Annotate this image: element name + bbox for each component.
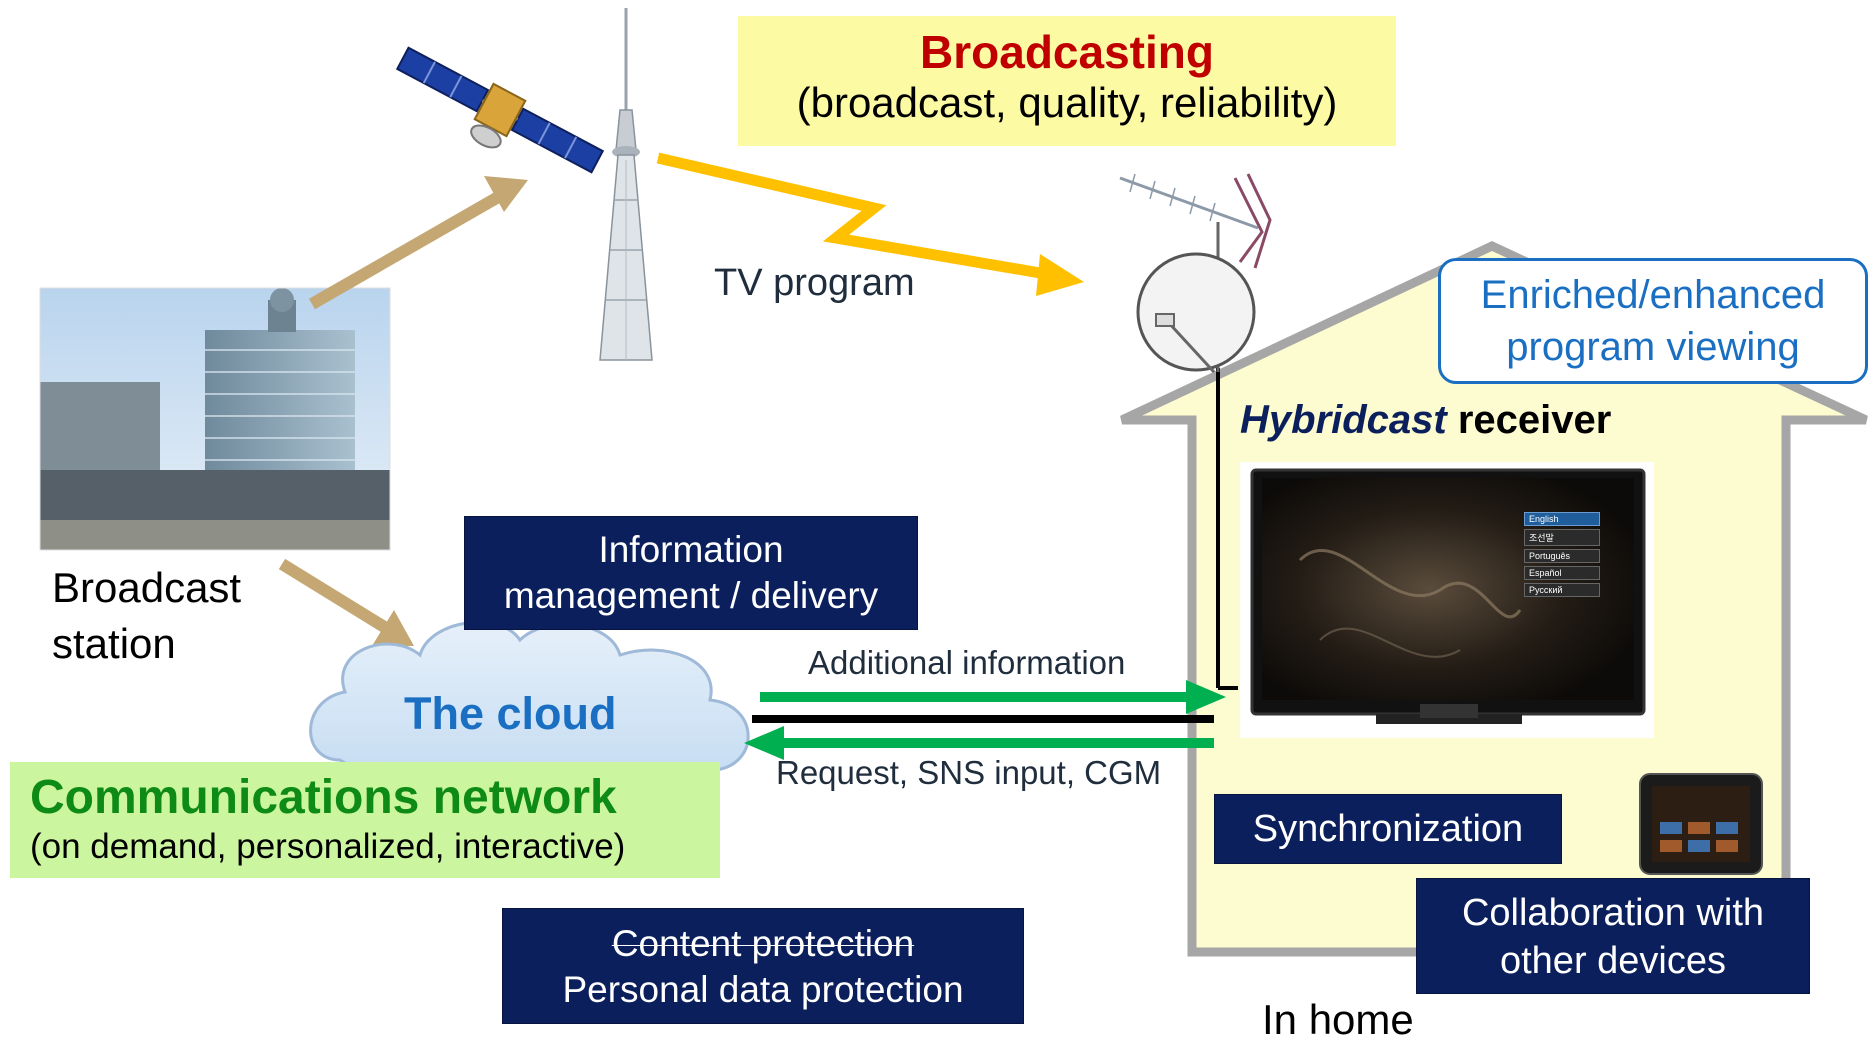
antenna-dish-icon (1119, 173, 1272, 374)
collaboration-line1: Collaboration with (1461, 892, 1765, 934)
request-label: Request, SNS input, CGM (776, 754, 1162, 791)
building-photo (39, 287, 391, 551)
protection-line1: Content protection (611, 923, 915, 964)
receiver-suffix: receiver (1446, 398, 1612, 442)
communications-title: Communications network (30, 771, 617, 824)
info-management-line1: Information (598, 529, 784, 570)
collaboration-line2: other devices (1499, 940, 1726, 982)
broadcasting-subtitle: (broadcast, quality, reliability) (796, 79, 1338, 126)
enriched-line1: Enriched/enhanced (1480, 273, 1826, 317)
protection-line2: Personal data protection (562, 969, 964, 1010)
additional-info-arrow (760, 680, 1226, 714)
antenna-cable (1216, 368, 1238, 690)
station-to-cloud-arrow (278, 558, 414, 646)
tv-menu-item: Español (1524, 566, 1600, 580)
broadcasting-box: Broadcasting (broadcast, quality, reliab… (738, 16, 1396, 146)
request-arrow (744, 726, 1214, 760)
tv-language-menu: English 조선말 Português Español Русский (1524, 512, 1600, 597)
station-to-satellite-arrow (309, 176, 528, 310)
in-home-label: In home (1262, 996, 1414, 1043)
enriched-line2: program viewing (1506, 325, 1800, 369)
collaboration-box: Collaboration with other devices (1416, 878, 1810, 994)
tablet-icon (1639, 773, 1763, 875)
tv-icon (1240, 462, 1654, 738)
tv-menu-item: 조선말 (1524, 529, 1600, 546)
tv-menu-item: Português (1524, 549, 1600, 563)
receiver-brand: Hybridcast (1240, 398, 1447, 442)
additional-info-label: Additional information (808, 644, 1126, 681)
tv-menu-item: English (1524, 512, 1600, 526)
broadcast-tower-icon (599, 8, 653, 361)
satellite-icon (395, 46, 605, 174)
tv-menu-item: Русский (1524, 583, 1600, 597)
communications-subtitle: (on demand, personalized, interactive) (30, 827, 626, 866)
protection-box: Content protection Personal data protect… (502, 908, 1024, 1024)
broadcast-station-line1: Broadcast (52, 564, 242, 611)
info-management-box: Information management / delivery (464, 516, 918, 630)
broadcast-station-line2: station (52, 620, 176, 667)
broadcast-station-label: Broadcast station (52, 560, 241, 672)
communications-box: Communications network (on demand, perso… (10, 762, 720, 878)
enriched-viewing-box: Enriched/enhanced program viewing (1438, 258, 1868, 384)
tv-program-arrow (656, 152, 1084, 296)
info-management-line2: management / delivery (503, 575, 879, 616)
receiver-label: Hybridcast receiver (1240, 398, 1611, 443)
cloud-label: The cloud (404, 688, 617, 739)
tv-program-label: TV program (714, 262, 915, 304)
broadcasting-title: Broadcasting (920, 26, 1214, 78)
synchronization-box: Synchronization (1214, 794, 1562, 864)
